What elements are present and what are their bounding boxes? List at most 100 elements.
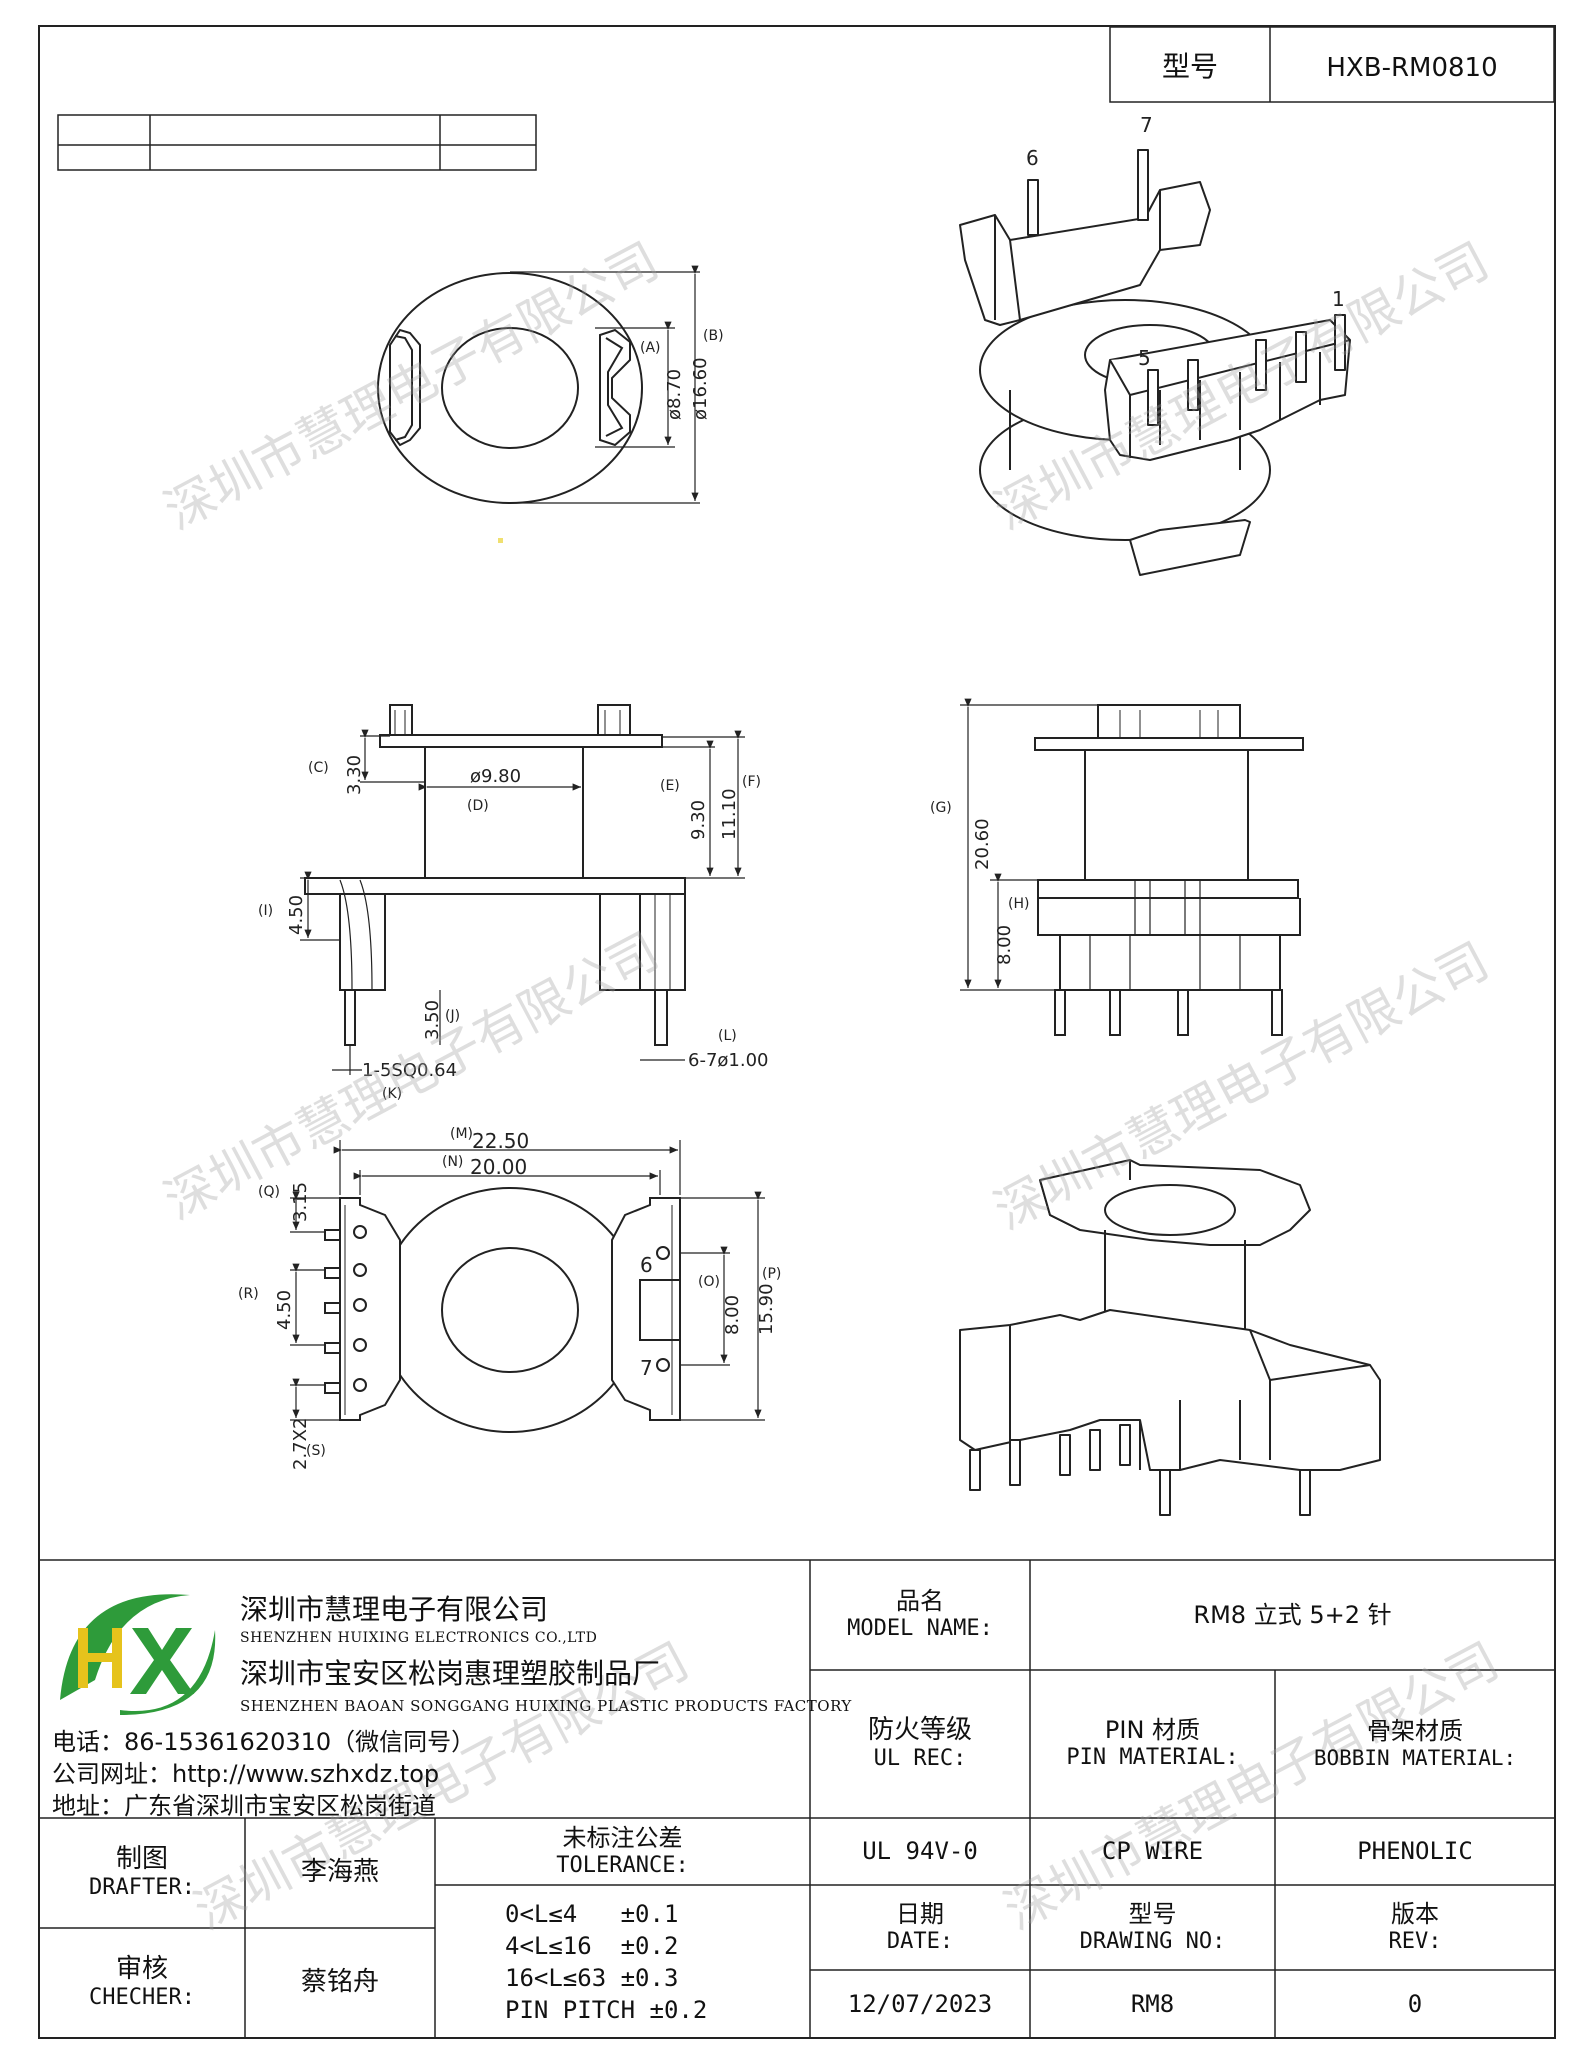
model-name-en: MODEL NAME: xyxy=(847,1616,993,1642)
date-value: 12/07/2023 xyxy=(847,1989,993,2018)
dim-k-label: (K) xyxy=(382,1086,402,1102)
model-name-value: RM8 立式 5+2 针 xyxy=(1193,1600,1392,1629)
bobbin-material-value-cell: PHENOLIC xyxy=(1275,1818,1555,1885)
ul-en: UL REC: xyxy=(873,1746,967,1772)
dim-j-value: 3.50 xyxy=(422,1000,443,1040)
rev-cn: 版本 xyxy=(1391,1899,1439,1928)
pin-material-en: PIN MATERIAL: xyxy=(1066,1745,1239,1771)
company-logo xyxy=(60,1594,216,1715)
date-value-cell: 12/07/2023 xyxy=(810,1970,1030,2038)
dim-g-value: 20.60 xyxy=(972,818,993,870)
factory-name-en: SHENZHEN BAOAN SONGGANG HUIXING PLASTIC … xyxy=(240,1697,852,1715)
dim-l-value: 6-7ø1.00 xyxy=(688,1050,769,1071)
dim-m-value: 22.50 xyxy=(472,1129,529,1153)
date-en: DATE: xyxy=(886,1928,954,1954)
dim-k-value: 1-5SQ0.64 xyxy=(362,1060,457,1081)
iso-pin-7: 7 xyxy=(1140,113,1153,137)
checker-en: CHECHER: xyxy=(89,1985,195,2011)
header-model-box xyxy=(1109,26,1555,103)
company-name-cn: 深圳市慧理电子有限公司 xyxy=(240,1593,549,1626)
drawing-no-value: RM8 xyxy=(1130,1989,1175,2018)
drawing-frame xyxy=(38,25,1556,2039)
bobbin-material-en: BOBBIN MATERIAL: xyxy=(1313,1745,1517,1770)
dim-r-label: (R) xyxy=(238,1286,259,1302)
drafter-name-cell: 李海燕 xyxy=(245,1818,435,1928)
drafter-header: 制图 DRAFTER: xyxy=(39,1818,245,1928)
rev-en: REV: xyxy=(1388,1928,1442,1954)
drawing-no-value-cell: RM8 xyxy=(1030,1970,1275,2038)
dim-s-label: (S) xyxy=(306,1443,326,1459)
rev-value: 0 xyxy=(1407,1989,1423,2018)
ul-value: UL 94V-0 xyxy=(862,1837,978,1866)
dim-c-value: 3.30 xyxy=(344,755,365,795)
tolerance-line-2: 4<L≤16 ±0.2 xyxy=(505,1931,679,1960)
dim-p-value: 15.90 xyxy=(756,1283,777,1335)
tolerance-header: 未标注公差 TOLERANCE: xyxy=(435,1818,810,1885)
dim-i-value: 4.50 xyxy=(286,895,307,935)
checker-cn: 审核 xyxy=(115,1954,168,1985)
pin-material-value: CP WIRE xyxy=(1101,1837,1204,1866)
drawing-no-header: 型号 DRAWING NO: xyxy=(1030,1885,1275,1970)
bobbin-material-value: PHENOLIC xyxy=(1357,1837,1473,1866)
tolerance-line-1: 0<L≤4 ±0.1 xyxy=(505,1899,679,1928)
top-view xyxy=(377,272,643,504)
dim-l-label: (L) xyxy=(718,1028,737,1044)
date-cn: 日期 xyxy=(896,1899,944,1928)
dim-e-value: 9.30 xyxy=(688,800,709,840)
checker-name: 蔡铭舟 xyxy=(300,1967,379,1998)
front-view xyxy=(1034,704,1304,1036)
company-phone: 电话：86-15361620310（微信同号） xyxy=(52,1728,476,1756)
dim-r-value: 4.50 xyxy=(274,1290,295,1330)
dim-c-label: (C) xyxy=(308,760,329,776)
tolerance-values: 0<L≤4 ±0.1 4<L≤16 ±0.2 16<L≤63 ±0.3 PIN … xyxy=(435,1885,810,2038)
pin-material-value-cell: CP WIRE xyxy=(1030,1818,1275,1885)
drafter-cn: 制图 xyxy=(115,1844,168,1875)
isometric-view-2 xyxy=(959,1159,1381,1516)
dim-f-label: (F) xyxy=(742,774,761,790)
side-view-dims xyxy=(300,729,745,1075)
dim-a-label: (A) xyxy=(640,340,661,356)
revision-table xyxy=(57,114,537,171)
company-address: 地址：广东省深圳市宝安区松岗街道 xyxy=(52,1792,436,1820)
header-model-label: 型号 xyxy=(1162,50,1218,83)
company-name-en: SHENZHEN HUIXING ELECTRONICS CO.,LTD xyxy=(240,1630,598,1646)
checker-header: 审核 CHECHER: xyxy=(39,1928,245,2038)
bottom-view-dims xyxy=(290,1140,765,1421)
tolerance-cn: 未标注公差 xyxy=(562,1823,683,1852)
title-block-grid xyxy=(39,1559,1555,2038)
ul-value-cell: UL 94V-0 xyxy=(810,1818,1030,1885)
checker-name-cell: 蔡铭舟 xyxy=(245,1928,435,2038)
drawing-no-en: DRAWING NO: xyxy=(1079,1928,1226,1954)
company-website: 公司网址：http://www.szhxdz.top xyxy=(52,1760,440,1788)
dim-p-label: (P) xyxy=(762,1266,781,1282)
model-name-cn: 品名 xyxy=(896,1587,944,1616)
model-name-value-cell: RM8 立式 5+2 针 xyxy=(1030,1560,1555,1670)
pin-material-header: PIN 材质 PIN MATERIAL: xyxy=(1030,1670,1275,1818)
dim-h-label: (H) xyxy=(1008,896,1029,912)
iso-pin-1: 1 xyxy=(1332,287,1345,311)
date-header: 日期 DATE: xyxy=(810,1885,1030,1970)
dim-f-value: 11.10 xyxy=(719,788,740,840)
bottom-view xyxy=(324,1187,681,1433)
drawing-no-cn: 型号 xyxy=(1128,1899,1177,1928)
dim-a-value: ø8.70 xyxy=(664,369,685,420)
dim-o-value: 8.00 xyxy=(722,1295,743,1335)
tolerance-line-4: PIN PITCH ±0.2 xyxy=(505,1995,708,2024)
iso-pin-6: 6 xyxy=(1026,146,1039,170)
top-view-dims xyxy=(510,265,700,504)
header-model-value: HXB-RM0810 xyxy=(1326,53,1497,83)
dim-d-value: ø9.80 xyxy=(470,766,521,787)
side-view xyxy=(304,704,686,1046)
rev-header: 版本 REV: xyxy=(1275,1885,1555,1970)
tolerance-line-3: 16<L≤63 ±0.3 xyxy=(505,1963,679,1992)
isometric-view-1 xyxy=(959,149,1351,576)
dim-j-label: (J) xyxy=(445,1008,460,1024)
dim-b-label: (B) xyxy=(703,328,724,344)
ul-header: 防火等级 UL REC: xyxy=(810,1670,1030,1818)
tolerance-en: TOLERANCE: xyxy=(556,1852,689,1878)
dim-q-value: 3.15 xyxy=(290,1182,311,1222)
ul-cn: 防火等级 xyxy=(867,1715,972,1746)
bottom-pin-6: 6 xyxy=(640,1253,653,1277)
dim-h-value: 8.00 xyxy=(994,925,1015,965)
dim-m-label: (M) xyxy=(450,1126,473,1142)
